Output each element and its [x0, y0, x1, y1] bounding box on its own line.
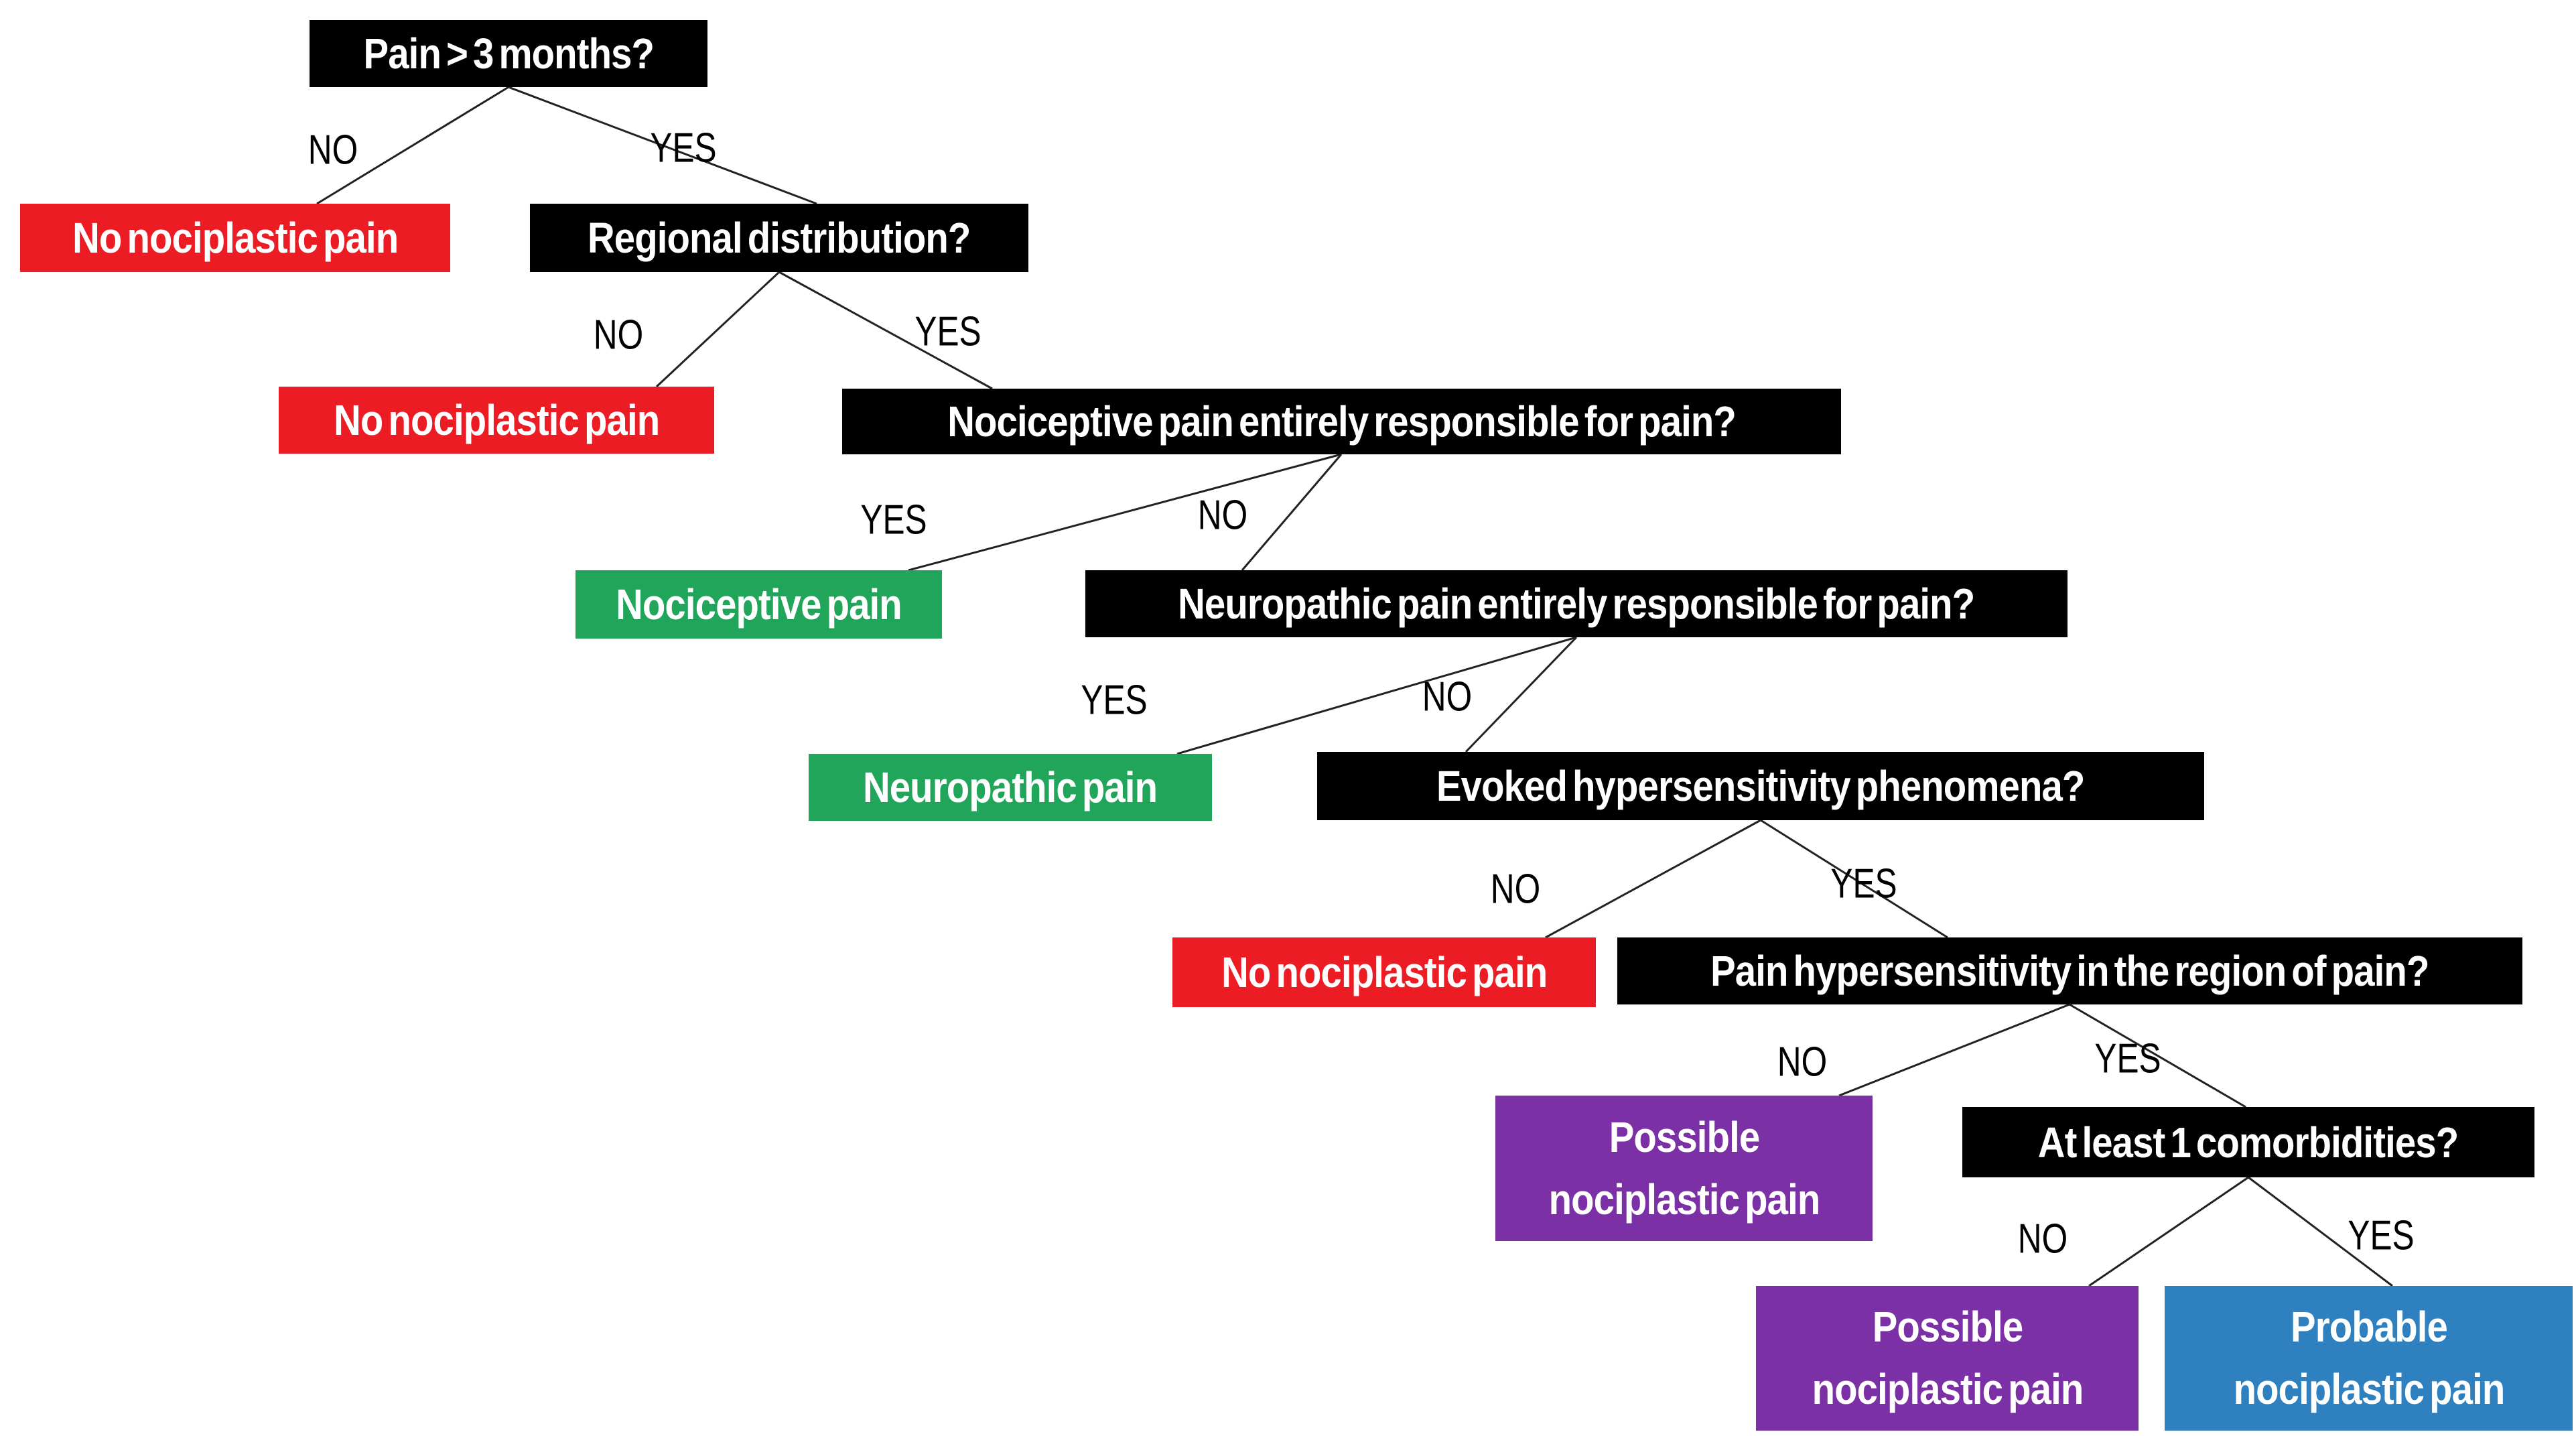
- edge-line-q5-no: [1545, 819, 1761, 939]
- edge-line-q4-no: [1465, 636, 1578, 753]
- edge-line-q4-yes: [1176, 636, 1577, 755]
- outcome-possible-nociplastic-2-label: Possible nociplastic pain: [1812, 1303, 2084, 1413]
- edge-label-q7-yes: YES: [2348, 1212, 2415, 1259]
- outcome-possible-nociplastic-1-label: Possible nociplastic pain: [1548, 1112, 1820, 1224]
- decision-pain-duration: Pain > 3 months?: [310, 20, 707, 87]
- decision-comorbidities-label: At least 1 comorbidities?: [2038, 1118, 2459, 1167]
- edge-label-q7-no: NO: [2017, 1216, 2068, 1262]
- edge-label-q4-yes: YES: [1081, 677, 1148, 724]
- decision-regional-distribution: Regional distribution?: [530, 204, 1028, 272]
- edge-line-q1-yes: [508, 86, 817, 205]
- decision-comorbidities: At least 1 comorbidities?: [1962, 1107, 2534, 1177]
- decision-neuropathic-responsible-label: Neuropathic pain entirely responsible fo…: [1178, 580, 1975, 628]
- edge-label-q6-no: NO: [1777, 1039, 1828, 1086]
- edge-label-q5-no: NO: [1490, 866, 1541, 913]
- outcome-possible-nociplastic-2: Possible nociplastic pain: [1756, 1286, 2139, 1431]
- outcome-no-nociplastic-3: No nociplastic pain: [1172, 937, 1596, 1007]
- edge-line-q1-no: [316, 86, 509, 205]
- outcome-probable-nociplastic: Probable nociplastic pain: [2165, 1286, 2573, 1431]
- edge-label-q3-no: NO: [1197, 492, 1248, 539]
- outcome-nociceptive-pain: Nociceptive pain: [575, 570, 942, 639]
- edge-line-q2-yes: [778, 271, 993, 390]
- edge-line-q7-no: [2088, 1176, 2249, 1287]
- decision-regional-distribution-label: Regional distribution?: [588, 214, 971, 262]
- edge-label-q2-yes: YES: [914, 308, 981, 355]
- outcome-neuropathic-pain: Neuropathic pain: [809, 754, 1212, 821]
- edge-label-q4-no: NO: [1422, 673, 1473, 720]
- edge-line-q3-yes: [908, 453, 1342, 572]
- decision-nociceptive-responsible-label: Nociceptive pain entirely responsible fo…: [947, 397, 1737, 446]
- outcome-no-nociplastic-2-label: No nociplastic pain: [333, 396, 660, 444]
- edge-label-q5-yes: YES: [1830, 860, 1897, 907]
- edge-line-q5-yes: [1760, 819, 1948, 939]
- edge-label-q3-yes: YES: [860, 497, 927, 543]
- edge-line-q6-no: [1838, 1003, 2070, 1097]
- outcome-no-nociplastic-3-label: No nociplastic pain: [1221, 948, 1548, 996]
- outcome-probable-nociplastic-label: Probable nociplastic pain: [2233, 1303, 2505, 1413]
- decision-pain-hypersensitivity-region-label: Pain hypersensitivity in the region of p…: [1710, 947, 2429, 995]
- decision-pain-hypersensitivity-region: Pain hypersensitivity in the region of p…: [1617, 937, 2522, 1004]
- decision-evoked-hypersensitivity: Evoked hypersensitivity phenomena?: [1317, 752, 2204, 820]
- edge-line-q6-yes: [2069, 1003, 2246, 1108]
- decision-neuropathic-responsible: Neuropathic pain entirely responsible fo…: [1085, 570, 2067, 637]
- outcome-possible-nociplastic-1: Possible nociplastic pain: [1495, 1096, 1873, 1241]
- outcome-neuropathic-pain-label: Neuropathic pain: [863, 763, 1158, 811]
- decision-pain-duration-label: Pain > 3 months?: [363, 29, 654, 78]
- outcome-nociceptive-pain-label: Nociceptive pain: [616, 580, 902, 629]
- outcome-no-nociplastic-1-label: No nociplastic pain: [72, 214, 399, 262]
- edge-label-q2-no: NO: [593, 312, 644, 358]
- edge-line-q3-no: [1241, 454, 1343, 571]
- decision-nociceptive-responsible: Nociceptive pain entirely responsible fo…: [842, 389, 1841, 454]
- edge-label-q6-yes: YES: [2094, 1035, 2161, 1082]
- outcome-no-nociplastic-2: No nociplastic pain: [279, 387, 714, 454]
- decision-evoked-hypersensitivity-label: Evoked hypersensitivity phenomena?: [1436, 762, 2085, 810]
- outcome-no-nociplastic-1: No nociplastic pain: [20, 204, 450, 272]
- edge-line-q7-yes: [2248, 1176, 2393, 1287]
- edge-label-q1-no: NO: [308, 127, 358, 174]
- edge-label-q1-yes: YES: [650, 125, 717, 172]
- edge-line-q2-no: [655, 271, 781, 388]
